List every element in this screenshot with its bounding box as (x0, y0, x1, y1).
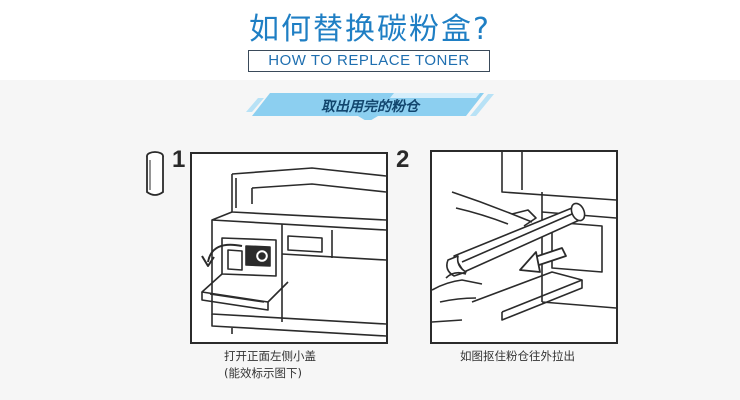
step-1-caption-line1: 打开正面左侧小盖 (224, 349, 316, 363)
step-1-number: 1 (172, 146, 186, 173)
header: 如何替换碳粉盒? HOW TO REPLACE TONER (0, 0, 740, 80)
step-1-illustration (190, 152, 388, 344)
page-subtitle: HOW TO REPLACE TONER (248, 50, 490, 72)
page-title: 如何替换碳粉盒? (249, 12, 491, 47)
banner-brush-icon (246, 93, 494, 120)
section-banner: 取出用完的粉仓 (244, 90, 496, 120)
step-2-illustration (430, 150, 618, 344)
step-2-caption: 如图抠住粉仓往外拉出 (460, 348, 575, 365)
step-2-caption-line1: 如图抠住粉仓往外拉出 (460, 349, 575, 363)
toner-cartridge-icon (144, 150, 166, 200)
step-2-number: 2 (396, 146, 410, 173)
step-1-caption: 打开正面左侧小盖 (能效标示图下) (224, 348, 316, 382)
pull-toner-cartridge-icon (432, 152, 616, 323)
section-label: 取出用完的粉仓 (321, 99, 419, 115)
step-1-caption-line2: (能效标示图下) (224, 366, 302, 380)
printer-open-cover-icon (201, 167, 386, 337)
